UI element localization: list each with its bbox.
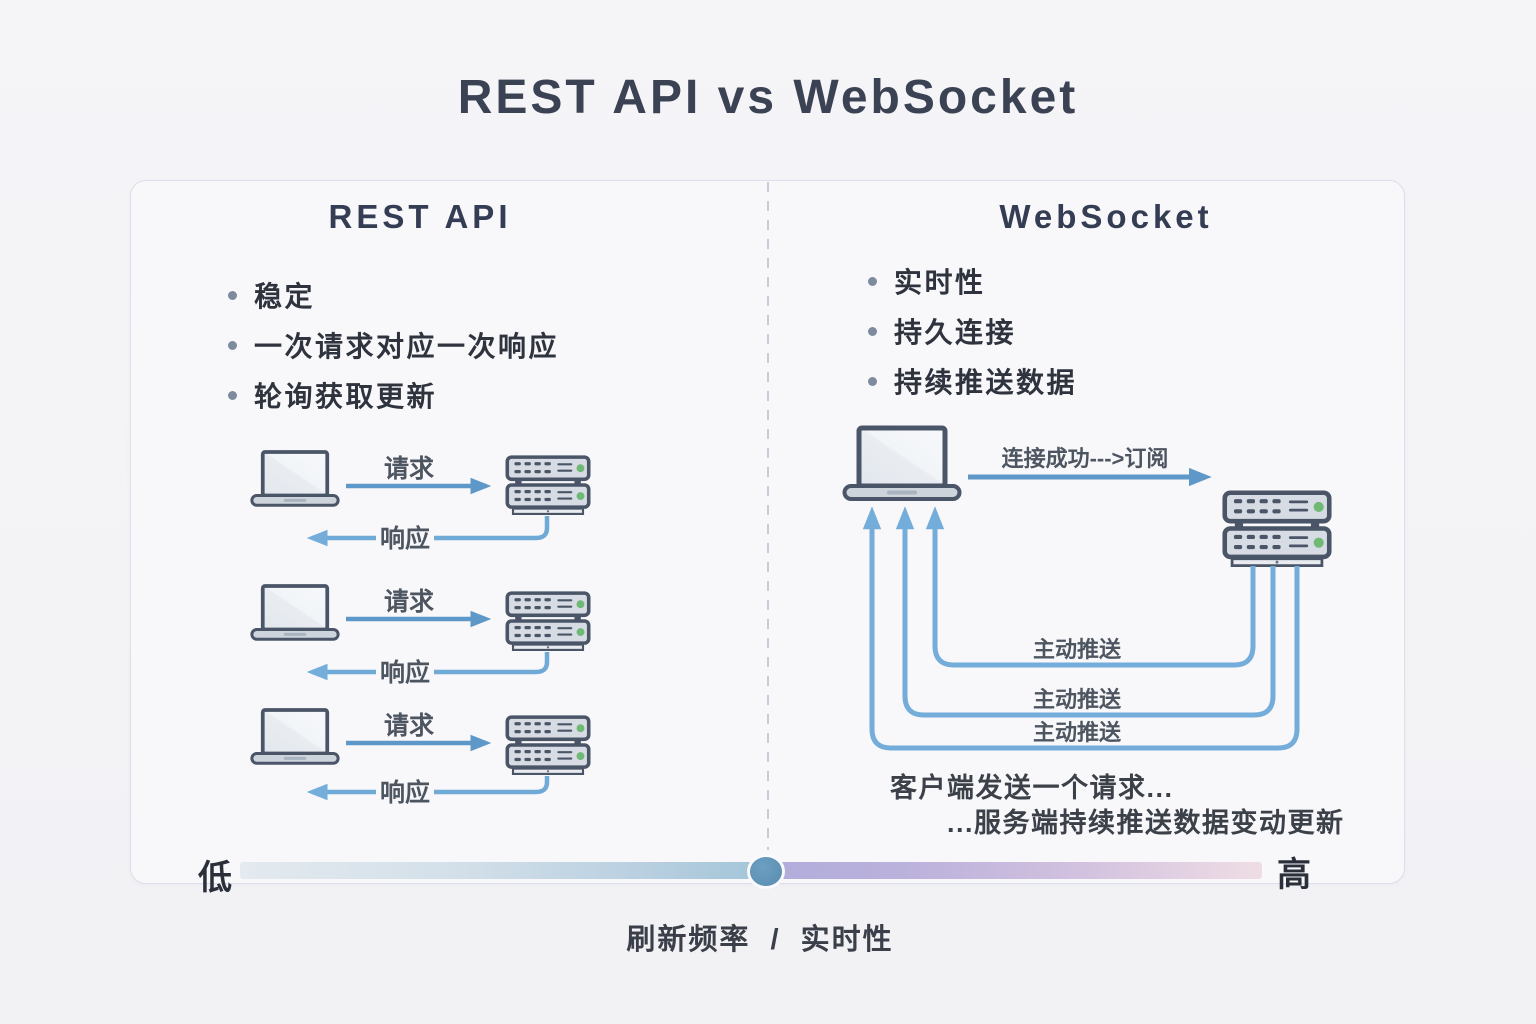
server-icon <box>505 591 591 651</box>
bullet-label: 持久连接 <box>894 317 1017 348</box>
bullet-dot-icon <box>228 390 237 400</box>
bullet-dot-icon <box>228 290 237 300</box>
right-bullet-list: 实时性 持久连接 持续推送数据 <box>868 256 1077 406</box>
flow-caption-line2: ...服务端持续推送数据变动更新 <box>947 808 1345 838</box>
bullet-label: 一次请求对应一次响应 <box>254 331 560 362</box>
bullet-label: 轮询获取更新 <box>254 381 438 412</box>
server-icon <box>505 715 591 775</box>
request-label: 请求 <box>384 712 434 740</box>
push-arrow <box>895 506 1276 718</box>
response-arrow <box>306 652 550 681</box>
laptop-icon <box>250 450 340 508</box>
panel-divider <box>767 182 769 850</box>
push-arrow <box>925 506 1256 668</box>
bullet-dot-icon <box>868 276 877 286</box>
list-item: 稳定 <box>228 270 559 320</box>
list-item: 实时性 <box>868 256 1077 306</box>
scale-caption: 刷新频率 / 实时性 <box>626 924 894 956</box>
request-label: 请求 <box>384 455 434 483</box>
push-label: 主动推送 <box>1033 687 1121 712</box>
response-label: 响应 <box>380 524 430 553</box>
bullet-dot-icon <box>868 376 877 386</box>
left-bullet-list: 稳定 一次请求对应一次响应 轮询获取更新 <box>228 270 559 420</box>
bullet-label: 稳定 <box>254 281 316 312</box>
response-arrow <box>306 516 550 547</box>
scale-low-label: 低 <box>198 859 232 897</box>
websocket-flow-diagram: 连接成功--->订阅 主动推送 主动推送 主动推送 <box>768 400 1403 751</box>
request-label: 请求 <box>384 588 434 616</box>
server-icon <box>505 455 591 515</box>
bullet-dot-icon <box>868 326 877 336</box>
push-label: 主动推送 <box>1033 720 1121 745</box>
push-arrow <box>862 506 1300 751</box>
server-icon <box>1225 493 1330 566</box>
scale-knob <box>750 857 782 886</box>
response-label: 响应 <box>380 658 430 687</box>
rest-flow-diagram: 请求 响应 请求 响应 请求 响应 <box>250 450 591 808</box>
bullet-label: 持续推送数据 <box>894 367 1078 398</box>
laptop-icon <box>250 584 340 642</box>
push-label: 主动推送 <box>1033 637 1121 662</box>
list-item: 持久连接 <box>868 306 1077 356</box>
flow-caption-line1: 客户端发送一个请求... <box>890 773 1174 803</box>
response-arrow <box>306 776 550 801</box>
list-item: 一次请求对应一次响应 <box>228 320 559 370</box>
bullet-dot-icon <box>228 340 237 350</box>
scale-high-label: 高 <box>1277 856 1311 894</box>
list-item: 轮询获取更新 <box>228 370 559 420</box>
laptop-icon <box>845 428 960 499</box>
connect-label: 连接成功--->订阅 <box>1002 446 1169 471</box>
response-label: 响应 <box>380 778 430 807</box>
bullet-label: 实时性 <box>894 267 986 298</box>
laptop-icon <box>250 708 340 766</box>
list-item: 持续推送数据 <box>868 356 1077 406</box>
page-title: REST API vs WebSocket <box>457 71 1079 124</box>
left-panel-title: REST API <box>328 198 512 235</box>
right-panel-title: WebSocket <box>999 198 1213 235</box>
